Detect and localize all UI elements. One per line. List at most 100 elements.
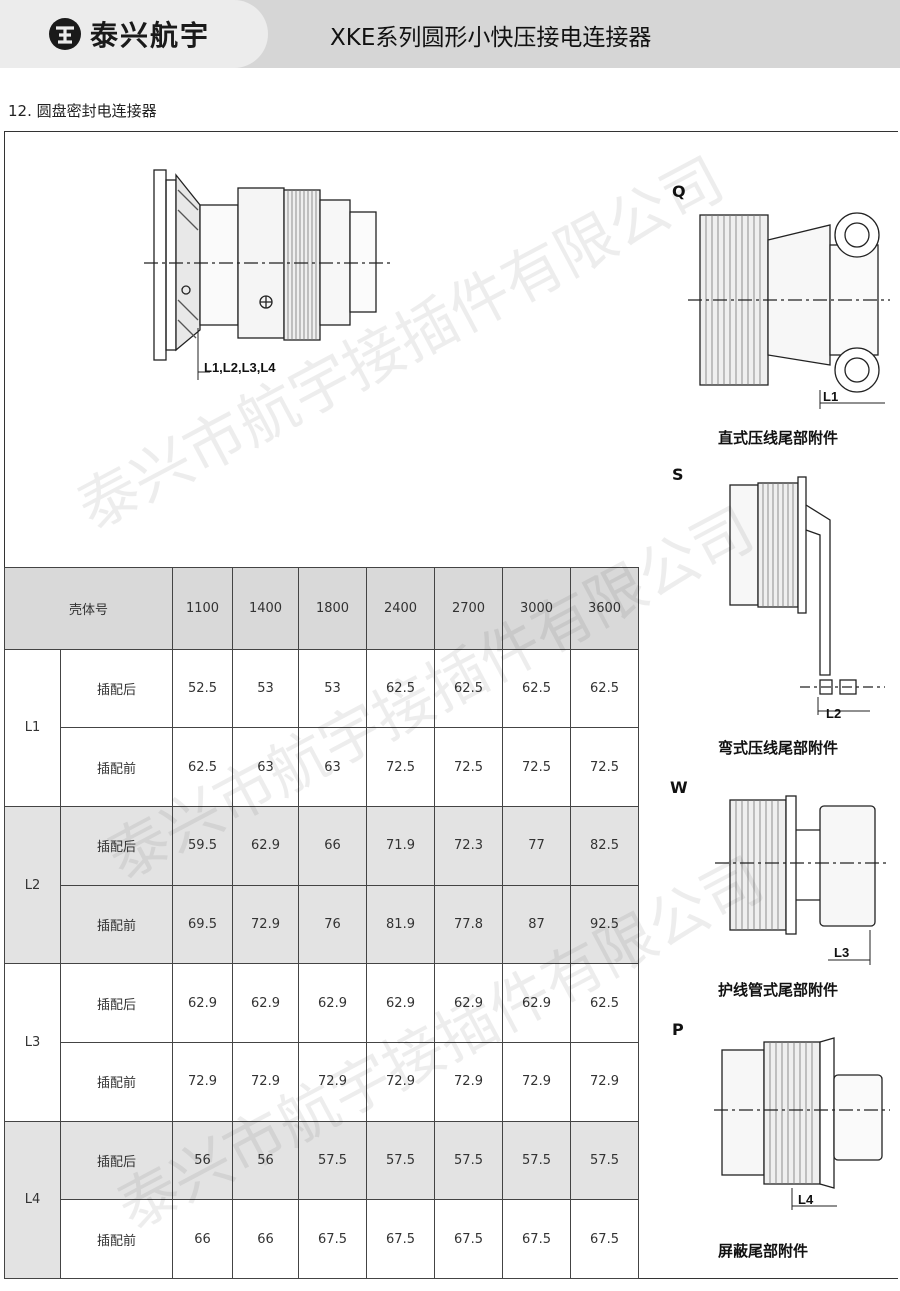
cell: 57.5 [298,1120,368,1201]
row-label: 插配后 [59,648,174,729]
table-row: L2 插配后 59.5 62.9 66 71.9 72.3 77 82.5 [4,805,640,965]
figure-p-caption: 屏蔽尾部附件 [718,1242,809,1260]
header-shell: 1400 [232,567,300,650]
cell: 52.5 [172,648,234,729]
group-label: L1 [4,648,61,808]
cell: 62.9 [298,963,368,1043]
figure-s-dim: L2 [826,706,841,721]
figure-p-dim: L4 [798,1192,814,1207]
cell: 72.9 [570,1041,640,1122]
cell: 72.9 [232,884,300,965]
figure-q-drawing: L1 [688,212,890,409]
group-label: L3 [4,963,61,1122]
cell: 62.9 [434,963,504,1043]
cell: 63 [232,727,300,807]
header-shell: 1800 [298,567,368,650]
row-label: 插配前 [59,1041,174,1122]
group-label: L4 [4,1120,61,1280]
cell: 62.5 [434,648,504,729]
header-shell: 2700 [434,567,504,650]
cell: 72.5 [570,727,640,807]
cell: 72.9 [366,1041,436,1122]
cell: 66 [172,1199,234,1279]
cell: 62.5 [172,727,234,807]
brand-logo-icon [49,18,81,50]
figure-s-drawing: L2 [729,476,885,721]
cell: 72.9 [232,1041,300,1122]
cell: 72.5 [434,727,504,807]
cell: 72.9 [298,1041,368,1122]
cell: 62.9 [172,963,234,1043]
figure-w-drawing: L3 [715,795,888,965]
cell: 67.5 [298,1199,368,1279]
cell: 62.5 [570,963,640,1043]
page-title: XKE系列圆形小快压接电连接器 [330,25,652,51]
cell: 63 [298,727,368,807]
cell: 72.9 [172,1041,234,1122]
cell: 62.9 [232,963,300,1043]
cell: 87 [502,884,572,965]
figure-s-letter: S [672,465,684,484]
cell: 62.5 [570,648,640,729]
cell: 71.9 [366,806,436,886]
table-row: 插配前 62.5 63 63 72.5 72.5 72.5 72.5 [5,727,640,807]
figure-p-drawing: L4 [714,1037,890,1210]
main-dimension-label: L1,L2,L3,L4 [204,360,276,375]
main-connector-drawing: L1,L2,L3,L4 [144,169,390,380]
cell: 59.5 [172,806,234,886]
cell: 56 [172,1120,234,1201]
brand-name: 泰兴航宇 [90,19,211,52]
group-label: L2 [4,805,61,965]
table-row: L1 插配后 52.5 53 53 62.5 62.5 62.5 62.5 [4,648,640,808]
cell: 57.5 [434,1120,504,1201]
header-shell: 1100 [172,567,234,650]
brand-logo: 泰兴航宇 [0,0,268,68]
cell: 66 [232,1199,300,1279]
row-label: 插配前 [59,1199,174,1279]
cell: 66 [298,806,368,886]
cell: 57.5 [570,1120,640,1201]
cell: 81.9 [366,884,436,965]
cell: 77 [502,806,572,886]
table-header-row: 壳体号 1100 1400 1800 2400 2700 3000 3600 [3,567,640,650]
table-row: L3 插配后 62.9 62.9 62.9 62.9 62.9 62.9 62.… [4,963,640,1122]
table-row: 插配前 69.5 72.9 76 81.9 77.8 87 92.5 [5,884,640,965]
cell: 72.9 [502,1041,572,1122]
cell: 76 [298,884,368,965]
figure-w-dim: L3 [834,945,849,960]
cell: 62.5 [366,648,436,729]
row-label: 插配后 [59,1120,174,1201]
row-label: 插配后 [59,806,174,886]
cell: 92.5 [570,884,640,965]
figure-q-letter: Q [672,182,686,201]
table-row: L4 插配后 56 56 57.5 57.5 57.5 57.5 57.5 [4,1120,640,1280]
row-label: 插配前 [59,884,174,965]
row-label: 插配后 [59,963,174,1043]
cell: 67.5 [434,1199,504,1279]
cell: 72.5 [366,727,436,807]
cell: 69.5 [172,884,234,965]
figure-p-letter: P [672,1020,684,1039]
figure-q-dim: L1 [823,389,838,404]
cell: 62.9 [502,963,572,1043]
table-row: 插配前 66 66 67.5 67.5 67.5 67.5 67.5 [5,1199,640,1279]
cell: 72.9 [434,1041,504,1122]
cell: 72.5 [502,727,572,807]
cell: 62.9 [366,963,436,1043]
figure-s-caption: 弯式压线尾部附件 [718,739,839,757]
cell: 77.8 [434,884,504,965]
figure-w-letter: W [670,778,688,797]
figure-q-caption: 直式压线尾部附件 [718,429,839,447]
cell: 56 [232,1120,300,1201]
cell: 53 [298,648,368,729]
cell: 72.3 [434,806,504,886]
cell: 53 [232,648,300,729]
cell: 57.5 [502,1120,572,1201]
dimension-table: 壳体号 1100 1400 1800 2400 2700 3000 3600 L… [3,567,640,1280]
header-shell: 3600 [570,567,640,650]
table-row: 插配前 72.9 72.9 72.9 72.9 72.9 72.9 72.9 [5,1041,640,1122]
section-title: 12. 圆盘密封电连接器 [8,102,157,120]
cell: 62.5 [502,648,572,729]
cell: 62.9 [232,806,300,886]
cell: 67.5 [502,1199,572,1279]
